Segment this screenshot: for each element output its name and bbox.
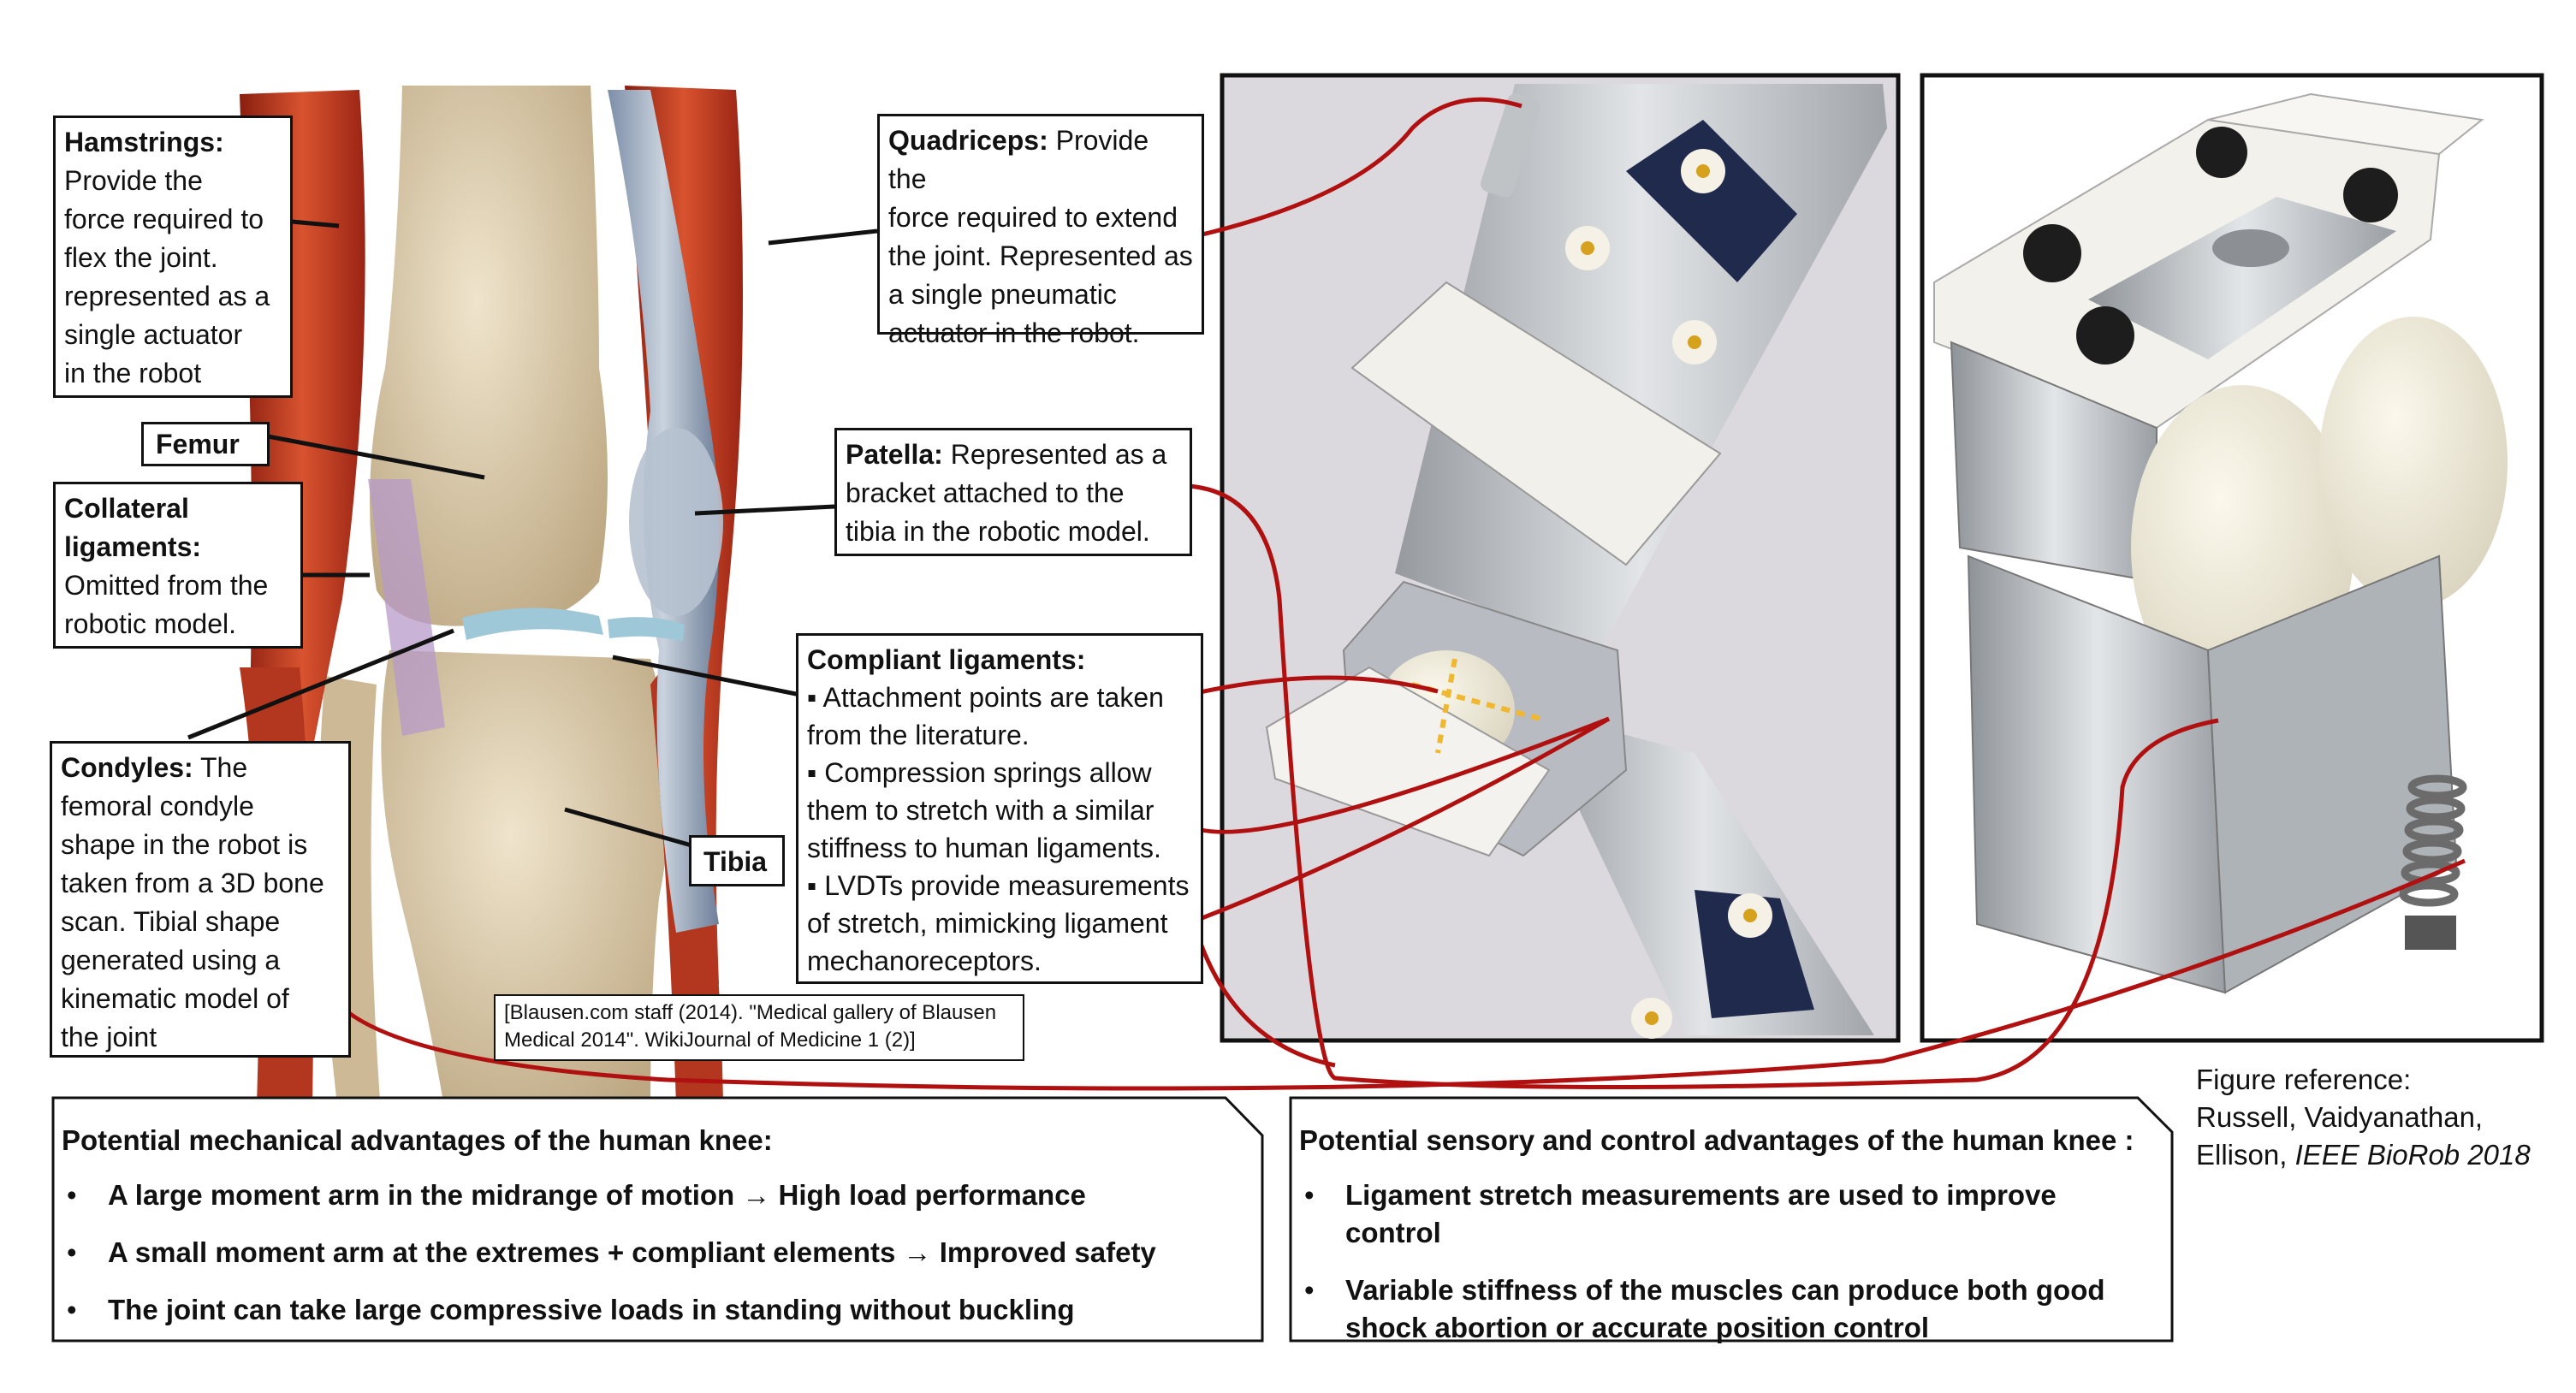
black-leader-lines [187,218,878,848]
mechanical-box-frame [51,1096,1264,1343]
callout-quadriceps-line: actuator in the robot. [888,317,1140,348]
citation-box: [Blausen.com staff (2014). "Medical gall… [494,994,1024,1061]
callout-condyles-line: kinematic model of [61,983,289,1014]
callout-compliant-line: ▪ Compression springs allow [807,757,1152,788]
figure-reference-line: Figure reference: [2196,1064,2412,1095]
robot-joint-closeup-photo [1920,73,2544,1043]
callout-condyles-title: Condyles: [61,752,193,783]
callout-condyles: Condyles: The femoral condyle shape in t… [50,741,351,1058]
callout-patella-first: Represented as a [942,439,1167,470]
callout-condyles-line: shape in the robot is [61,829,308,860]
citation-line: [Blausen.com staff (2014). "Medical gall… [504,1001,997,1024]
callout-compliant-ligaments: Compliant ligaments: ▪ Attachment points… [796,633,1203,984]
callout-hamstrings-line: single actuator [64,319,243,350]
callout-collateral-line: robotic model. [64,608,236,639]
sensory-advantages-title: Potential sensory and control advantages… [1299,1124,2134,1156]
callout-condyles-line: taken from a 3D bone [61,868,324,898]
mechanical-advantage-text: A small moment arm at the extremes + com… [108,1236,1156,1268]
bullet-dot: • [1304,1274,1315,1306]
callout-patella-title: Patella: [846,439,943,470]
callout-quadriceps-line: a single pneumatic [888,279,1117,310]
robot-knee-photo [1220,73,1901,1043]
callout-compliant-line: stiffness to human ligaments. [807,833,1161,863]
callout-tibia-title: Tibia [703,846,768,877]
mechanical-advantage-item: • A small moment arm at the extremes + co… [62,1234,1247,1271]
callout-tibia: Tibia [689,835,785,886]
mechanical-advantages-box: Potential mechanical advantages of the h… [53,1098,1262,1341]
callout-compliant-line: them to stretch with a similar [807,795,1154,826]
callout-quadriceps-first: Provide the [888,125,1149,194]
callout-patella-line: bracket attached to the [846,477,1125,508]
callout-collateral-line: Omitted from the [64,570,269,601]
callout-compliant-line: ▪ LVDTs provide measurements [807,870,1190,901]
callout-quadriceps-title: Quadriceps: [888,125,1048,156]
callout-collateral-title: ligaments: [64,531,202,562]
bullet-dot: • [67,1179,77,1211]
callout-quadriceps: Quadriceps: Provide the force required t… [877,114,1204,348]
callout-hamstrings-line: flex the joint. [64,242,218,273]
callout-hamstrings-line: force required to [64,204,264,234]
callout-condyles-line: scan. Tibial shape [61,906,281,937]
figure-reference-journal: IEEE BioRob 2018 [2294,1139,2531,1171]
callout-condyles-first: The [193,752,248,783]
callout-hamstrings-line: Provide the [64,165,203,196]
callout-condyles-line: generated using a [61,945,281,975]
bullet-dot: • [67,1236,77,1268]
callout-hamstrings-line: represented as a [64,281,270,311]
sensory-advantages-box: Potential sensory and control advantages… [1291,1098,2172,1343]
mechanical-advantage-item: • The joint can take large compressive lo… [62,1291,1247,1329]
callout-femur-title: Femur [156,429,240,459]
callout-condyles-line: femoral condyle [61,791,254,821]
figure-reference-authors: Ellison, [2196,1139,2288,1171]
sensory-advantage-text: Ligament stretch measurements are used t… [1345,1179,2057,1248]
mechanical-advantage-text: The joint can take large compressive loa… [108,1294,1075,1325]
mechanical-advantage-text: A large moment arm in the midrange of mo… [108,1179,1086,1211]
figure-reference: Figure reference: Russell, Vaidyanathan,… [2196,1061,2531,1174]
callout-compliant-line: from the literature. [807,720,1030,750]
callout-compliant-title: Compliant ligaments: [807,644,1086,675]
callout-patella-line: tibia in the robotic model. [846,516,1150,547]
callout-hamstrings: Hamstrings: Provide the force required t… [53,116,293,398]
sensory-advantage-item: • Ligament stretch measurements are used … [1299,1177,2157,1252]
bullet-dot: • [67,1294,77,1325]
sensory-advantage-text: Variable stiffness of the muscles can pr… [1345,1274,2105,1343]
callout-condyles-line: the joint [61,1022,157,1052]
callout-compliant-line: of stretch, mimicking ligament [807,908,1168,939]
callout-quadriceps-line: force required to extend [888,202,1178,233]
callout-quadriceps-line: the joint. Represented as [888,240,1193,271]
sensory-advantage-item: • Variable stiffness of the muscles can p… [1299,1271,2157,1347]
callout-compliant-line: ▪ Attachment points are taken [807,682,1164,713]
callout-hamstrings-title: Hamstrings: [64,127,224,157]
mechanical-advantage-item: • A large moment arm in the midrange of m… [62,1177,1247,1214]
callout-compliant-line: mechanoreceptors. [807,945,1042,976]
callout-collateral-ligaments: Collateral ligaments: Omitted from the r… [53,482,303,649]
callout-patella: Patella: Represented as a bracket attach… [834,428,1192,556]
callout-collateral-title: Collateral [64,493,189,524]
callout-femur: Femur [141,422,270,466]
bullet-dot: • [1304,1179,1315,1211]
mechanical-advantages-title: Potential mechanical advantages of the h… [62,1124,773,1156]
callout-hamstrings-line: in the robot [64,358,202,388]
citation-line: Medical 2014". WikiJournal of Medicine 1… [504,1028,916,1052]
figure-reference-line: Russell, Vaidyanathan, [2196,1101,2484,1133]
sensory-box-frame [1289,1096,2174,1343]
figure-reference-line: Ellison, IEEE BioRob 2018 [2196,1136,2531,1174]
